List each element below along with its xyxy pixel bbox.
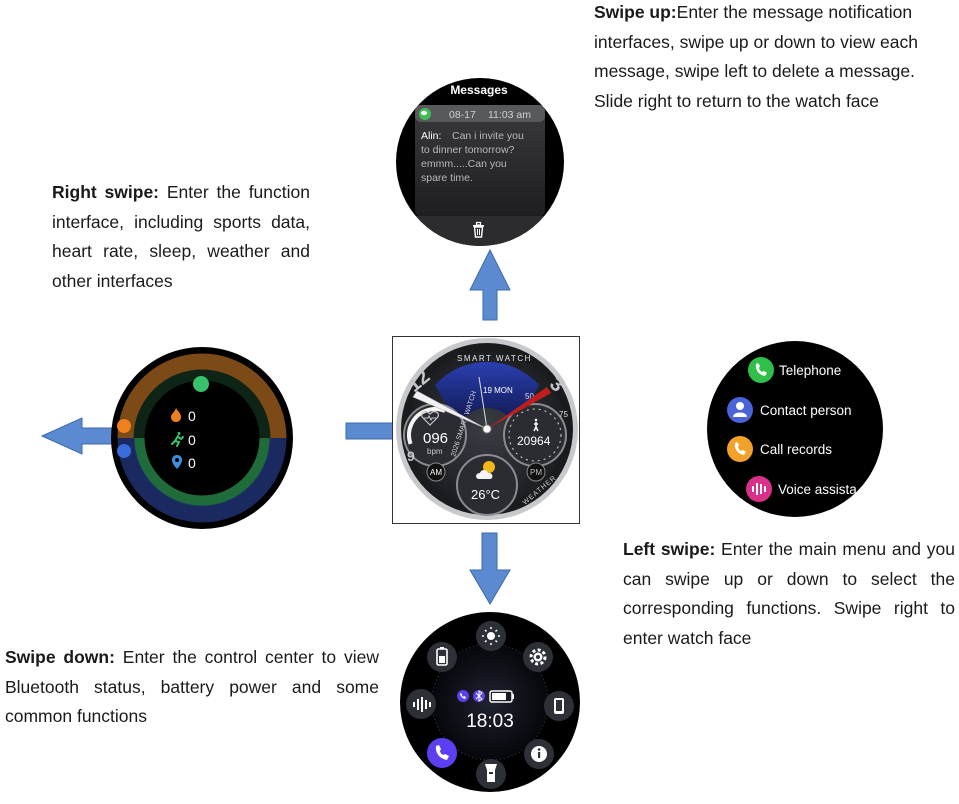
flame-icon [171,408,181,422]
green-progress-dot [193,376,209,392]
messages-title: Messages [450,83,508,97]
menu-item-telephone[interactable]: Telephone [748,357,841,383]
right-swipe-text: Enter the function interface, including … [52,182,310,291]
message-line-2: to dinner tomorrow? [421,144,515,156]
phone-icon [748,357,774,383]
message-date: 08-17 [449,109,476,121]
calorie-ring [117,353,287,439]
find-phone-icon[interactable] [544,691,574,721]
subdial-label-50: 50 [525,392,534,401]
call-bt-icon [457,690,469,702]
swipe-down-text: Enter the control center to view Bluetoo… [5,647,379,726]
dial-number-9: 9 [407,448,415,464]
minute-hand [487,387,551,429]
message-time: 11:03 am [488,109,531,121]
second-hand [478,376,488,430]
message-line-3: emmm.....Can you [421,158,507,170]
menu-label-call-records: Call records [760,442,832,457]
info-icon[interactable] [524,739,554,769]
swipe-up-description: Swipe up:Enter the message notification … [594,0,934,116]
arrow-up [469,248,511,321]
voice-assistant-icon [746,476,772,502]
heart-rate-value: 096 [423,430,448,447]
messages-watch: Messages 08-17 11:03 am Alin: Can i invi… [396,78,564,246]
settings-icon[interactable] [523,642,553,672]
blue-progress-dot [117,444,131,458]
distance-ring [117,437,287,523]
activity-watch: 0 0 0 [111,347,293,529]
menu-label-telephone: Telephone [779,363,841,378]
trash-icon[interactable] [473,221,484,238]
menu-label-voice-assistant: Voice assista [778,482,857,497]
message-header [415,105,545,122]
battery-icon [489,690,514,703]
control-center-time: 18:03 [466,711,514,732]
subdial-label-75: 75 [559,410,568,419]
steps-ring [133,437,271,507]
left-swipe-title: Left swipe: [623,539,716,559]
menu-item-voice-assistant[interactable]: Voice assista [746,476,857,502]
menu-item-call-records[interactable]: Call records [727,436,832,462]
brand-ring-text: SMART WATCH [457,354,532,363]
watch-face[interactable]: 096 bpm 20964 50 75 26°C AM PM 19 MON SM… [395,337,579,521]
heart-icon [421,411,439,426]
steps-value: 20964 [517,434,551,448]
battery-saver-icon[interactable] [427,642,457,672]
bluetooth-icon [473,690,485,702]
calories-value: 0 [188,408,196,424]
steps-value: 0 [188,432,196,448]
control-center-watch: 18:03 [400,612,580,792]
message-line-1: Can i invite you [452,130,524,142]
swipe-down-title: Swipe down: [5,647,115,667]
weather-cloud-sun-icon [476,461,495,479]
brightness-icon[interactable] [476,621,506,651]
phone-icon[interactable] [427,738,457,768]
flashlight-icon[interactable] [476,759,506,789]
temperature-value: 26°C [471,487,500,502]
orange-progress-dot [117,419,131,433]
arrow-down [469,532,511,605]
am-label: AM [430,468,442,477]
pm-label: PM [530,468,542,477]
heart-rate-unit: bpm [427,447,443,456]
right-swipe-title: Right swipe: [52,182,160,202]
swipe-down-description: Swipe down: Enter the control center to … [5,643,379,732]
message-sender: Alin: [421,130,441,142]
runner-icon [171,432,184,447]
swipe-up-title: Swipe up: [594,2,677,22]
voice-icon[interactable] [406,689,436,719]
message-line-4: spare time. [421,172,473,184]
left-swipe-text: Enter the main menu and you can swipe up… [623,539,955,648]
date-label: 19 MON [483,386,513,395]
location-pin-icon [172,455,182,469]
arrow-stub-left [345,422,394,440]
main-menu-watch: Telephone Contact person Call records Vo… [707,341,883,517]
heart-rate-arc [407,407,463,464]
distance-value: 0 [188,455,196,471]
right-swipe-description: Right swipe: Enter the function interfac… [52,178,310,296]
walker-icon [533,418,539,432]
message-card[interactable] [415,105,545,218]
swipe-up-text: Enter the message notification interface… [594,2,918,111]
left-swipe-description: Left swipe: Enter the main menu and you … [623,535,955,653]
hour-hand [412,390,488,430]
sky-panel [435,361,539,427]
call-records-icon [727,436,753,462]
menu-label-contact-person: Contact person [760,403,852,418]
menu-item-contact-person[interactable]: Contact person [727,397,852,423]
